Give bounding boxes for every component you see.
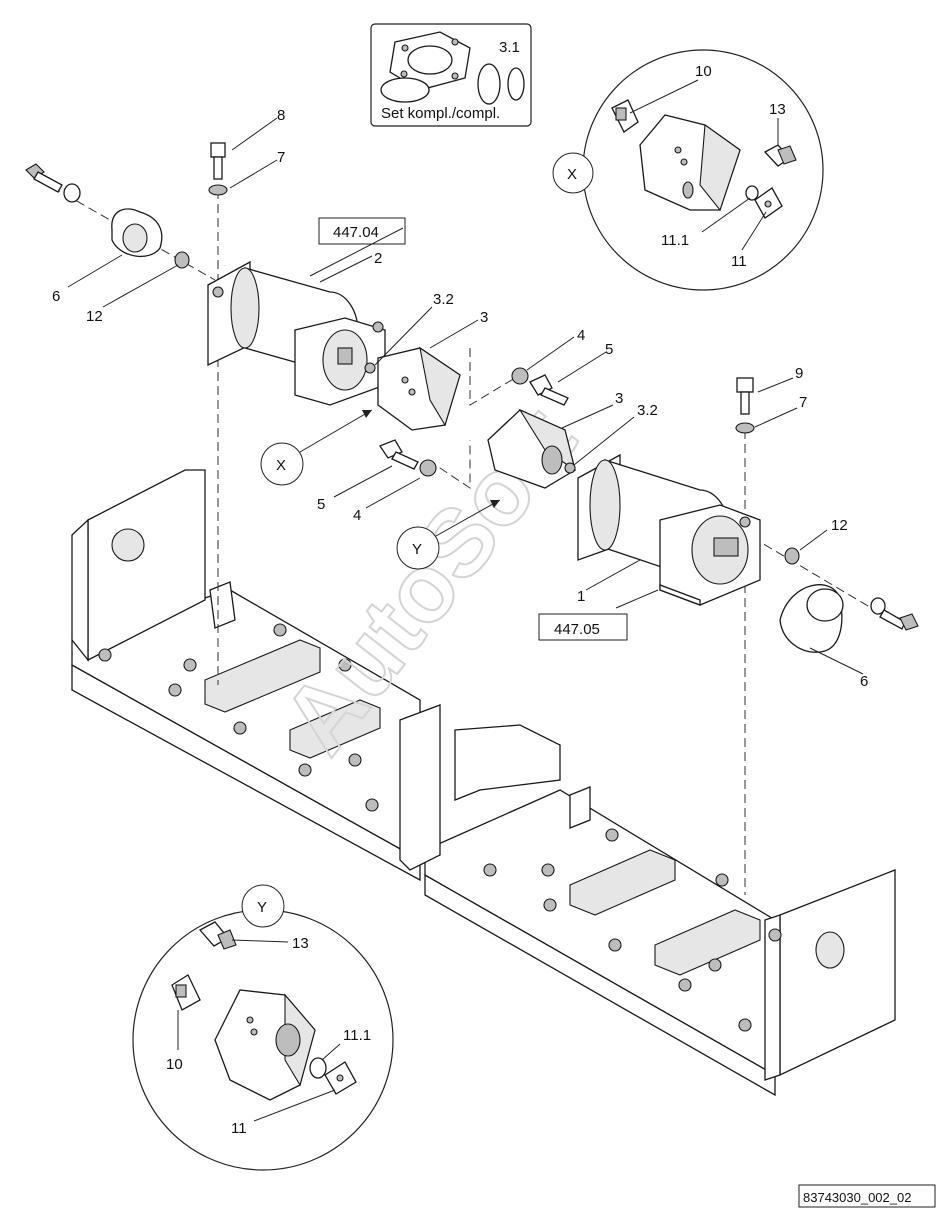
bushing-12-right <box>784 547 800 565</box>
bolt-9 <box>736 377 754 415</box>
ref-upper-text: 447.04 <box>333 224 379 241</box>
bolt-5-upper <box>529 374 569 406</box>
pump-body-y <box>214 989 316 1101</box>
view-marker-y: Y <box>396 499 501 570</box>
detail-y: Y <box>132 884 394 1171</box>
bushing-12-left <box>174 251 190 269</box>
kit-label: Set kompl./compl. <box>381 105 500 122</box>
coupling-left <box>111 208 163 258</box>
frame-bolt <box>298 763 312 777</box>
frame-bolt <box>233 721 247 735</box>
washer-7-right <box>735 422 755 434</box>
leader-lines <box>67 79 864 1122</box>
frame-bolt <box>541 863 555 877</box>
seal-kit-box: Set kompl./compl. <box>370 23 532 127</box>
upper-motor <box>207 260 386 406</box>
callout-7-left: 7 <box>277 149 285 166</box>
bolt-right <box>879 609 919 631</box>
frame-bolt <box>273 623 287 637</box>
frame-bolt <box>605 828 619 842</box>
callout-13-y: 13 <box>292 935 309 952</box>
callout-11-1-x: 11.1 <box>661 232 689 249</box>
seal-11-1-x <box>745 185 759 201</box>
coupling-right <box>779 584 844 653</box>
bolt-5-lower <box>379 439 419 470</box>
chassis-frame <box>71 469 896 1097</box>
callout-4-upper: 4 <box>577 327 585 344</box>
frame-bolt <box>348 753 362 767</box>
callout-11-1-y: 11.1 <box>343 1027 371 1044</box>
view-marker-y-label: Y <box>412 541 422 558</box>
view-marker-x-label: X <box>276 457 286 474</box>
ref-lower-text: 447.05 <box>554 621 600 638</box>
fitting-13-y <box>198 921 237 950</box>
detail-x-circle-label: X <box>567 166 577 183</box>
callout-7-right: 7 <box>799 394 807 411</box>
clip-10-y <box>171 974 201 1011</box>
callout-11-y: 11 <box>231 1120 247 1137</box>
frame-bolt <box>338 658 352 672</box>
view-marker-x: X <box>260 409 373 486</box>
bolt-upper-left <box>25 163 63 193</box>
frame-bolt <box>543 898 557 912</box>
frame-bolt <box>365 798 379 812</box>
callout-3-1: 3.1 <box>499 39 520 56</box>
washer-right <box>870 597 886 615</box>
frame-bolt <box>768 928 782 942</box>
callout-11-x: 11 <box>731 253 747 270</box>
clip-10-x <box>611 99 639 133</box>
frame-bolt <box>483 863 497 877</box>
seal-11-1-y <box>309 1057 327 1079</box>
callout-labels: 8 7 6 12 2 3.2 3 4 5 3 3.2 5 4 1 9 7 12 … <box>52 39 868 1137</box>
frame-bolt <box>183 658 197 672</box>
frame-bolt <box>678 978 692 992</box>
callout-8: 8 <box>277 107 285 124</box>
lower-pump <box>487 408 576 489</box>
lower-motor <box>577 453 761 606</box>
fitting-13-x <box>763 144 797 167</box>
frame-bolt <box>608 938 622 952</box>
callout-13-x: 13 <box>769 101 786 118</box>
frame-bolt <box>708 958 722 972</box>
frame-bolt <box>715 873 729 887</box>
callout-1: 1 <box>577 588 585 605</box>
washer-upper-left <box>63 183 81 203</box>
bolt-8 <box>210 142 226 180</box>
callout-5-lower: 5 <box>317 496 325 513</box>
frame-bolt <box>168 683 182 697</box>
callout-2: 2 <box>374 250 382 267</box>
frame-bolt <box>98 648 112 662</box>
callout-6-right: 6 <box>860 673 868 690</box>
callout-4-lower: 4 <box>353 507 361 524</box>
washer-4-lower <box>419 459 437 477</box>
callout-10-y: 10 <box>166 1056 183 1073</box>
flange-11-x <box>754 187 783 219</box>
drawing-number-box: 83743030_002_02 <box>798 1184 936 1208</box>
frame-bolt <box>738 1018 752 1032</box>
callout-3-upper: 3 <box>480 309 488 326</box>
callout-3-2-lower: 3.2 <box>637 402 658 419</box>
ref-box-upper: 447.04 <box>318 217 406 245</box>
callout-5-upper: 5 <box>605 341 613 358</box>
washer-4-upper <box>511 367 529 385</box>
pump-body-x <box>639 114 741 212</box>
detail-x: X <box>552 49 824 291</box>
callout-10-x: 10 <box>695 63 712 80</box>
callout-3-lower: 3 <box>615 390 623 407</box>
washer-7-left <box>208 184 228 196</box>
callout-9: 9 <box>795 365 803 382</box>
upper-pump <box>364 346 461 431</box>
flange-11-y <box>324 1061 357 1095</box>
drawing-number: 83743030_002_02 <box>803 1190 911 1205</box>
callout-6-left: 6 <box>52 288 60 305</box>
callout-12-left: 12 <box>86 308 103 325</box>
callout-3-2-upper: 3.2 <box>433 291 454 308</box>
callout-12-right: 12 <box>831 517 848 534</box>
detail-y-circle-label: Y <box>257 899 267 916</box>
ref-box-lower: 447.05 <box>538 613 628 641</box>
